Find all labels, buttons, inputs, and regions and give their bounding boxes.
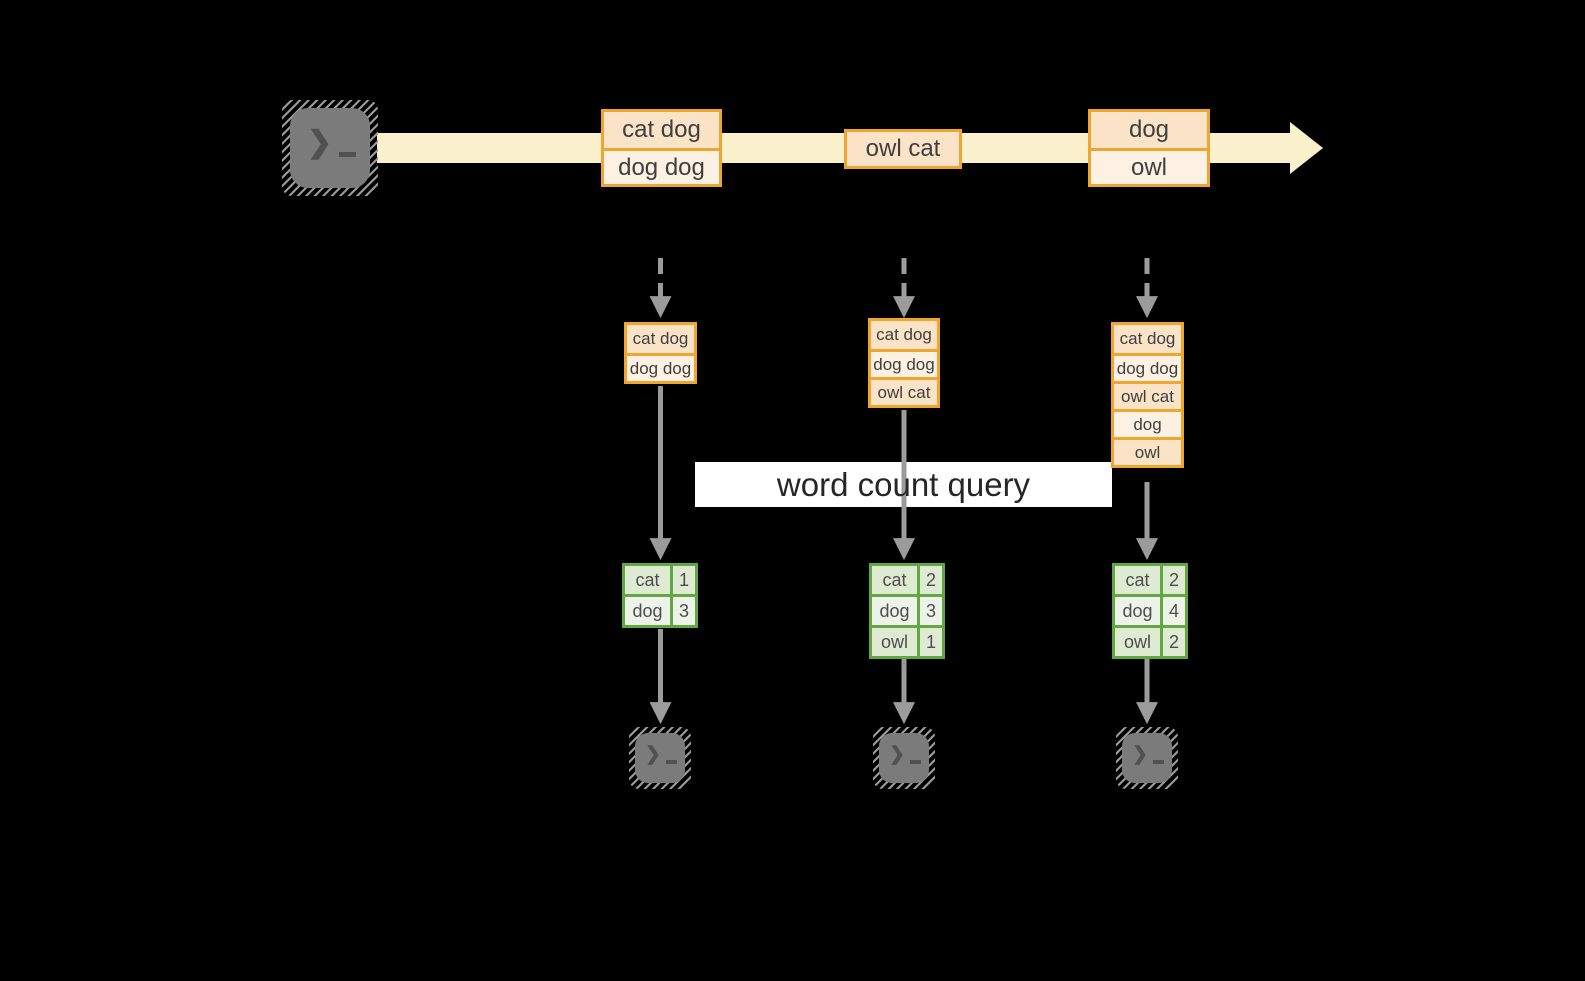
window-word-cell: owl cat xyxy=(871,377,937,405)
prompt-chevron-icon: ❯ xyxy=(307,126,333,159)
terminal-sink-icon-2: ❯ xyxy=(873,727,935,789)
terminal-source-icon: ❯ xyxy=(282,100,378,196)
prompt-chevron-icon: ❯ xyxy=(889,744,905,765)
count-cell: 3 xyxy=(917,597,942,625)
prompt-cursor-icon xyxy=(909,760,921,764)
window-word-cell: owl xyxy=(1114,437,1181,465)
prompt-cursor-icon xyxy=(1152,760,1164,764)
stream-word-cell: owl xyxy=(1091,148,1207,184)
stream-record-box-2: owl cat xyxy=(844,129,962,169)
word-cell: dog xyxy=(625,597,670,625)
count-cell: 1 xyxy=(670,566,695,594)
count-cell: 2 xyxy=(1160,566,1185,594)
word-cell: owl xyxy=(1115,628,1160,656)
count-cell: 2 xyxy=(917,566,942,594)
window-word-cell: owl cat xyxy=(1114,381,1181,409)
count-cell: 3 xyxy=(670,597,695,625)
word-cell: cat xyxy=(625,566,670,594)
stream-arrowhead xyxy=(1290,122,1323,174)
prompt-cursor-icon xyxy=(665,760,677,764)
stream-word-cell: dog dog xyxy=(604,148,719,184)
count-cell: 2 xyxy=(1160,628,1185,656)
word-cell: dog xyxy=(872,597,917,625)
terminal-sink-icon-3: ❯ xyxy=(1116,727,1178,789)
terminal-screen: ❯ xyxy=(879,733,929,783)
window-word-cell: dog dog xyxy=(627,353,694,381)
word-cell: cat xyxy=(872,566,917,594)
word-count-query-label: word count query xyxy=(776,465,1031,503)
window-word-cell: cat dog xyxy=(627,325,694,353)
stream-word-cell: dog xyxy=(1091,112,1207,148)
terminal-screen: ❯ xyxy=(635,733,685,783)
prompt-chevron-icon: ❯ xyxy=(1132,744,1148,765)
count-cell: 4 xyxy=(1160,597,1185,625)
window-word-cell: dog dog xyxy=(871,349,937,377)
terminal-sink-icon-1: ❯ xyxy=(629,727,691,789)
terminal-screen: ❯ xyxy=(1122,733,1172,783)
word-cell: cat xyxy=(1115,566,1160,594)
prompt-cursor-icon xyxy=(339,152,357,157)
stream-word-cell: owl cat xyxy=(847,132,959,166)
word-cell: owl xyxy=(872,628,917,656)
terminal-screen: ❯ xyxy=(290,108,370,188)
stream-word-cell: cat dog xyxy=(604,112,719,148)
window-word-cell: dog dog xyxy=(1114,353,1181,381)
count-cell: 1 xyxy=(917,628,942,656)
prompt-chevron-icon: ❯ xyxy=(645,744,661,765)
window-word-cell: cat dog xyxy=(871,321,937,349)
window-word-cell: cat dog xyxy=(1114,325,1181,353)
word-cell: dog xyxy=(1115,597,1160,625)
window-word-cell: dog xyxy=(1114,409,1181,437)
